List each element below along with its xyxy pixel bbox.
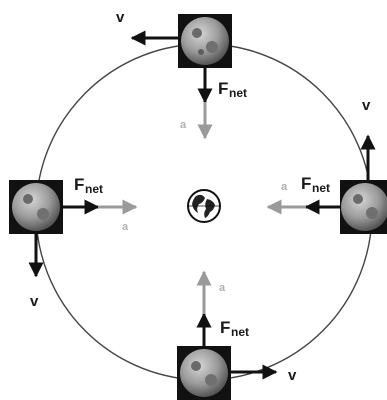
force-label-top: F net	[218, 79, 247, 100]
force-label-bottom-sub: net	[231, 325, 249, 339]
moon-right	[340, 180, 387, 234]
force-label-left-main: F	[74, 175, 84, 194]
acceleration-label-top: a	[180, 119, 187, 131]
velocity-label-right: v	[362, 97, 371, 114]
force-label-bottom-main: F	[220, 318, 230, 337]
velocity-label-left: v	[30, 293, 39, 310]
force-label-right-main: F	[301, 174, 311, 193]
moon-left	[9, 180, 63, 234]
force-label-bottom: F net	[220, 318, 249, 339]
velocity-label-bottom: v	[288, 367, 297, 384]
force-label-left: F net	[74, 175, 103, 196]
acceleration-label-bottom: a	[219, 282, 226, 294]
moon-top	[178, 14, 232, 68]
force-label-right-sub: net	[312, 181, 330, 195]
force-label-top-sub: net	[229, 86, 247, 100]
earth-globe	[188, 190, 220, 222]
force-label-top-main: F	[218, 79, 228, 98]
moon-bottom	[177, 346, 231, 400]
force-label-right: F net	[301, 174, 330, 195]
force-label-left-sub: net	[85, 182, 103, 196]
velocity-label-top: v	[116, 9, 125, 26]
acceleration-label-right: a	[281, 181, 288, 193]
acceleration-label-left: a	[122, 221, 129, 233]
